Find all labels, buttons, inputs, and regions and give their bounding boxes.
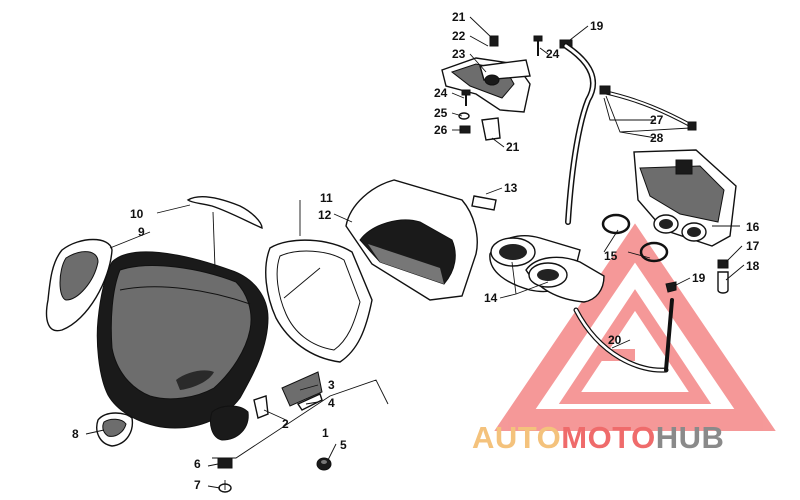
bolt-part-24-upper	[533, 35, 543, 56]
vent-hose	[563, 43, 596, 225]
label-part-18: 18	[746, 259, 760, 273]
label-part-4: 4	[328, 396, 335, 410]
fitting-part-19-lower	[665, 281, 677, 293]
label-part-7: 7	[194, 478, 201, 492]
label-part-6: 6	[194, 457, 201, 471]
label-part-3: 3	[328, 378, 335, 392]
label-part-1: 1	[322, 426, 329, 440]
label-part-27: 27	[650, 113, 664, 127]
label-part-19-upper: 19	[590, 19, 604, 33]
watermark-wordmark: AUTOMOTOHUB	[472, 420, 724, 456]
tube-part-18	[717, 271, 729, 294]
watermark-part-hub: HUB	[655, 420, 725, 455]
label-part-21-lower: 21	[506, 140, 520, 154]
side-panel-part-9	[45, 238, 113, 332]
clip-part-21-lower	[481, 117, 501, 141]
label-part-26: 26	[434, 123, 448, 137]
label-part-2: 2	[282, 417, 289, 431]
label-part-20: 20	[608, 333, 622, 347]
fitting-part-17	[717, 259, 729, 269]
bolt-part-24-lower	[461, 89, 471, 106]
bracket-part-3-4	[281, 371, 323, 411]
label-part-8: 8	[72, 427, 79, 441]
label-part-13: 13	[504, 181, 518, 195]
label-part-16: 16	[746, 220, 760, 234]
nut-part-26	[459, 125, 471, 134]
watermark-part-moto: MOTO	[561, 420, 656, 455]
gasket-part-11	[265, 239, 373, 363]
label-part-9: 9	[138, 225, 145, 239]
hose-part-27	[599, 85, 697, 131]
washer-part-25	[458, 112, 470, 120]
label-part-25: 25	[434, 106, 448, 120]
filter-box-part-12	[345, 179, 478, 301]
label-part-10: 10	[130, 207, 144, 221]
bracket-assembly-part-22-23	[441, 35, 531, 113]
watermark-part-auto: AUTO	[472, 420, 562, 455]
label-part-14: 14	[484, 291, 498, 305]
screw-part-7	[218, 480, 232, 493]
label-part-28: 28	[650, 131, 664, 145]
label-part-23: 23	[452, 47, 466, 61]
throttle-body-part-16	[633, 149, 737, 247]
label-part-11: 11	[320, 191, 333, 205]
label-part-5: 5	[340, 438, 347, 452]
label-part-19-lower: 19	[692, 271, 706, 285]
label-part-24-upper: 24	[546, 47, 560, 61]
intake-boot-part-14	[489, 235, 605, 303]
label-part-21-upper: 21	[452, 10, 466, 24]
grommet-part-5	[316, 457, 332, 471]
label-part-12: 12	[318, 208, 332, 222]
hose-part-20	[573, 298, 674, 373]
nut-part-6	[217, 457, 233, 469]
label-part-24-lower: 24	[434, 86, 448, 100]
part-labels: 1 2 3 4 5 6 7 8 9 10 11 12 13 14 15 16 1…	[72, 10, 760, 492]
label-part-17: 17	[746, 239, 760, 253]
clip-part-2	[253, 395, 269, 419]
label-part-22: 22	[452, 29, 466, 43]
pad-part-8	[96, 412, 134, 447]
air-box-hood-part-1	[96, 251, 269, 441]
label-part-15: 15	[604, 249, 618, 263]
leader-lines	[85, 16, 745, 489]
strip-part-10	[186, 196, 263, 230]
pad-part-13	[471, 195, 497, 211]
